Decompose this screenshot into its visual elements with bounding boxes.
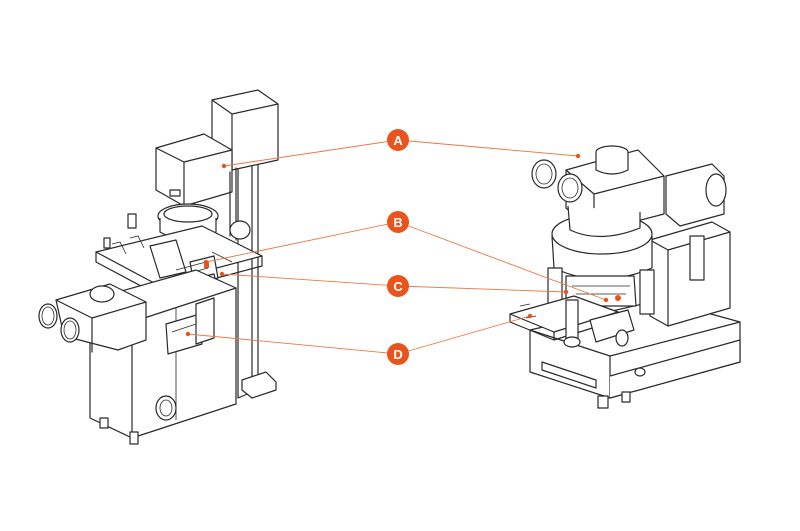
callout-label-c: C bbox=[393, 279, 403, 294]
callout-label-d: D bbox=[393, 347, 402, 362]
callout-label-b: B bbox=[393, 215, 402, 230]
leader-line-c-left bbox=[221, 273, 399, 287]
leader-line-b-right bbox=[397, 221, 607, 301]
anchor-dot bbox=[563, 289, 569, 295]
callout-marker-a: A bbox=[387, 129, 409, 151]
anchor-dot bbox=[185, 331, 191, 337]
upright-microscope-drawing bbox=[509, 145, 741, 409]
callout-label-a: A bbox=[393, 133, 403, 148]
leader-line-d-right bbox=[397, 315, 531, 355]
anchor-dot bbox=[219, 271, 225, 277]
anchor-dots bbox=[185, 153, 609, 337]
callout-marker-d: D bbox=[387, 343, 409, 365]
leader-line-c-right bbox=[397, 285, 567, 293]
anchor-dot bbox=[203, 259, 209, 265]
anchor-dot bbox=[221, 163, 227, 169]
leader-line-a-left bbox=[223, 139, 399, 167]
leader-line-a-right bbox=[397, 139, 579, 157]
callout-marker-c: C bbox=[387, 275, 409, 297]
leader-lines bbox=[187, 139, 607, 355]
anchor-dot bbox=[603, 297, 609, 303]
anchor-dot bbox=[575, 153, 581, 159]
leader-line-b-left bbox=[205, 221, 399, 263]
inverted-microscope-drawing bbox=[38, 89, 279, 445]
leader-line-d-left bbox=[187, 333, 399, 355]
callout-marker-b: B bbox=[387, 211, 409, 233]
anchor-dot bbox=[527, 313, 533, 319]
